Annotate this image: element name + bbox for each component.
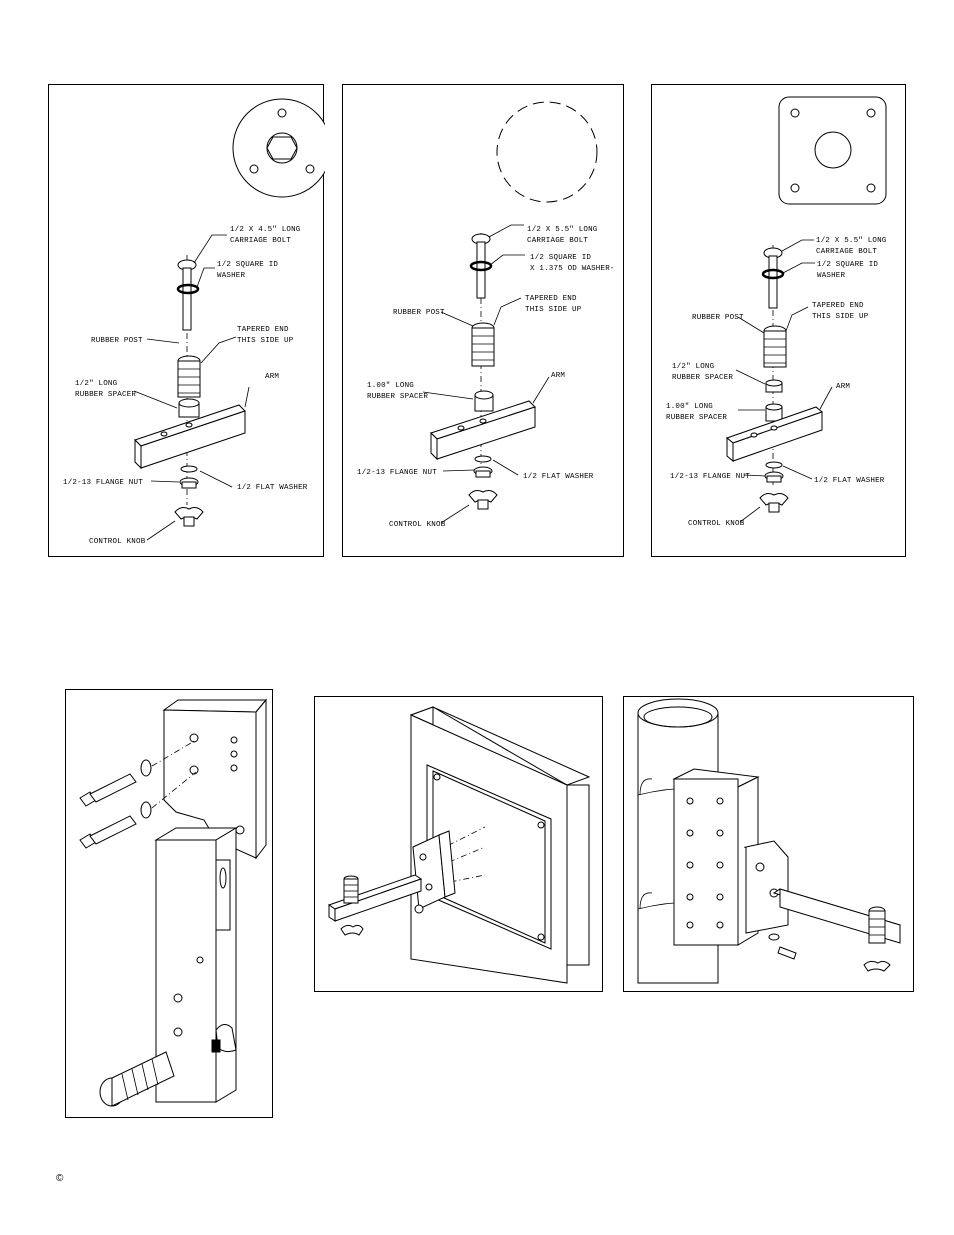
pole-mount-drawing [637, 698, 902, 984]
diagram-panel-square-flange: 1/2 X 5.5" LONG CARRIAGE BOLT 1/2 SQUARE… [651, 84, 906, 557]
copyright-symbol: © [56, 1173, 64, 1184]
arm-icon [726, 406, 823, 463]
notched-flange-plate-icon [496, 101, 598, 203]
vertical-bracket-drawing [79, 698, 268, 1107]
rubber-spacer-small-icon [765, 379, 783, 393]
svg-text:CARRIAGE BOLT: CARRIAGE BOLT [816, 248, 877, 256]
label-flat-washer: 1/2 FLAT WASHER [237, 484, 308, 492]
label-washer: 1/2 SQUARE ID [817, 261, 878, 269]
label-arm: ARM [836, 383, 850, 391]
label-control-knob: CONTROL KNOB [688, 520, 745, 528]
square-washer-icon [469, 260, 493, 272]
control-knob-icon [863, 960, 891, 972]
rubber-post-icon [868, 906, 886, 944]
svg-text:RUBBER SPACER: RUBBER SPACER [367, 393, 428, 401]
label-spacer: 1/2" LONG [75, 380, 118, 388]
label-spacer-one: 1.00" LONG [666, 403, 713, 411]
svg-text:RUBBER SPACER: RUBBER SPACER [672, 374, 733, 382]
flange-nut-icon [764, 471, 784, 483]
label-rubber-post: RUBBER POST [692, 314, 744, 322]
wall-mount-drawing [327, 706, 591, 984]
control-knob-icon [215, 1024, 237, 1053]
flat-washer-icon [180, 465, 198, 473]
label-arm: ARM [551, 372, 565, 380]
label-rubber-post: RUBBER POST [91, 337, 143, 345]
carriage-bolt-icon [471, 233, 491, 299]
arm-icon [430, 400, 536, 461]
label-washer: 1/2 SQUARE ID [530, 254, 591, 262]
label-flange-nut: 1/2-13 FLANGE NUT [357, 469, 437, 477]
svg-text:THIS SIDE UP: THIS SIDE UP [237, 337, 294, 345]
label-rubber-post: RUBBER POST [393, 309, 445, 317]
rubber-post-icon [763, 325, 787, 368]
square-flange-drawing: 1/2 X 5.5" LONG CARRIAGE BOLT 1/2 SQUARE… [666, 96, 887, 528]
rubber-post-icon [343, 875, 359, 904]
notched-flange-drawing: 1/2 X 5.5" LONG CARRIAGE BOLT 1/2 SQUARE… [357, 101, 615, 529]
rubber-spacer-icon [178, 398, 200, 418]
rubber-post-icon [99, 1051, 175, 1107]
svg-text:WASHER: WASHER [217, 272, 246, 280]
svg-text:RUBBER SPACER: RUBBER SPACER [75, 391, 136, 399]
label-flat-washer: 1/2 FLAT WASHER [523, 473, 594, 481]
label-control-knob: CONTROL KNOB [389, 521, 446, 529]
label-flange-nut: 1/2-13 FLANGE NUT [670, 473, 750, 481]
arm-bracket-icon [745, 840, 789, 934]
flat-washer-icon [474, 455, 492, 463]
label-bolt: 1/2 X 5.5" LONG [816, 237, 887, 245]
diagram-panel-vertical-bracket [65, 689, 273, 1118]
label-control-knob: CONTROL KNOB [89, 538, 146, 546]
square-washer-icon [176, 283, 200, 295]
svg-text:RUBBER SPACER: RUBBER SPACER [666, 414, 727, 422]
arm-icon [134, 404, 246, 470]
rubber-post-icon [177, 355, 201, 398]
rubber-spacer-icon [474, 390, 494, 412]
svg-text:WASHER: WASHER [817, 272, 846, 280]
flange-nut-icon [179, 477, 199, 489]
hex-bolt-top-icon [79, 759, 152, 807]
hex-bolt-icon [768, 933, 797, 960]
diagram-panel-round-flange: 1/2 X 4.5" LONG CARRIAGE BOLT 1/2 SQUARE… [48, 84, 325, 557]
nut-icon [414, 904, 424, 914]
label-arm: ARM [265, 373, 279, 381]
diagram-panel-notched-flange: 1/2 X 5.5" LONG CARRIAGE BOLT 1/2 SQUARE… [342, 84, 624, 557]
rubber-post-icon [471, 322, 495, 367]
diagram-panel-wall-mount [314, 696, 603, 992]
svg-text:THIS SIDE UP: THIS SIDE UP [525, 306, 582, 314]
svg-text:THIS SIDE UP: THIS SIDE UP [812, 313, 869, 321]
square-flange-plate-icon [778, 96, 887, 205]
hex-bolt-bottom-icon [79, 801, 152, 849]
flange-nut-icon [473, 466, 493, 478]
label-flat-washer: 1/2 FLAT WASHER [814, 477, 885, 485]
carriage-bolt-icon [177, 259, 197, 331]
svg-text:CARRIAGE BOLT: CARRIAGE BOLT [527, 237, 588, 245]
control-knob-icon [340, 924, 364, 936]
horizontal-arm-icon [327, 874, 423, 922]
label-bolt: 1/2 X 4.5" LONG [230, 226, 301, 234]
svg-text:CARRIAGE BOLT: CARRIAGE BOLT [230, 237, 291, 245]
label-flange-nut: 1/2-13 FLANGE NUT [63, 479, 143, 487]
rubber-spacer-large-icon [765, 403, 783, 422]
round-flange-drawing: 1/2 X 4.5" LONG CARRIAGE BOLT 1/2 SQUARE… [63, 98, 325, 546]
upper-bracket-icon [162, 698, 268, 860]
flat-washer-icon [765, 461, 783, 469]
label-tapered-end: TAPERED END [525, 295, 577, 303]
square-washer-icon [761, 268, 785, 280]
label-tapered-end: TAPERED END [812, 302, 864, 310]
label-washer: 1/2 SQUARE ID [217, 261, 278, 269]
label-spacer: 1.00" LONG [367, 382, 414, 390]
svg-text:X 1.375 OD WASHER-: X 1.375 OD WASHER- [530, 265, 615, 273]
label-tapered-end: TAPERED END [237, 326, 289, 334]
label-bolt: 1/2 X 5.5" LONG [527, 226, 598, 234]
pole-bracket-plate-icon [672, 768, 760, 946]
label-spacer-half: 1/2" LONG [672, 363, 715, 371]
diagram-panel-pole-mount [623, 696, 914, 992]
carriage-bolt-icon [763, 247, 783, 309]
